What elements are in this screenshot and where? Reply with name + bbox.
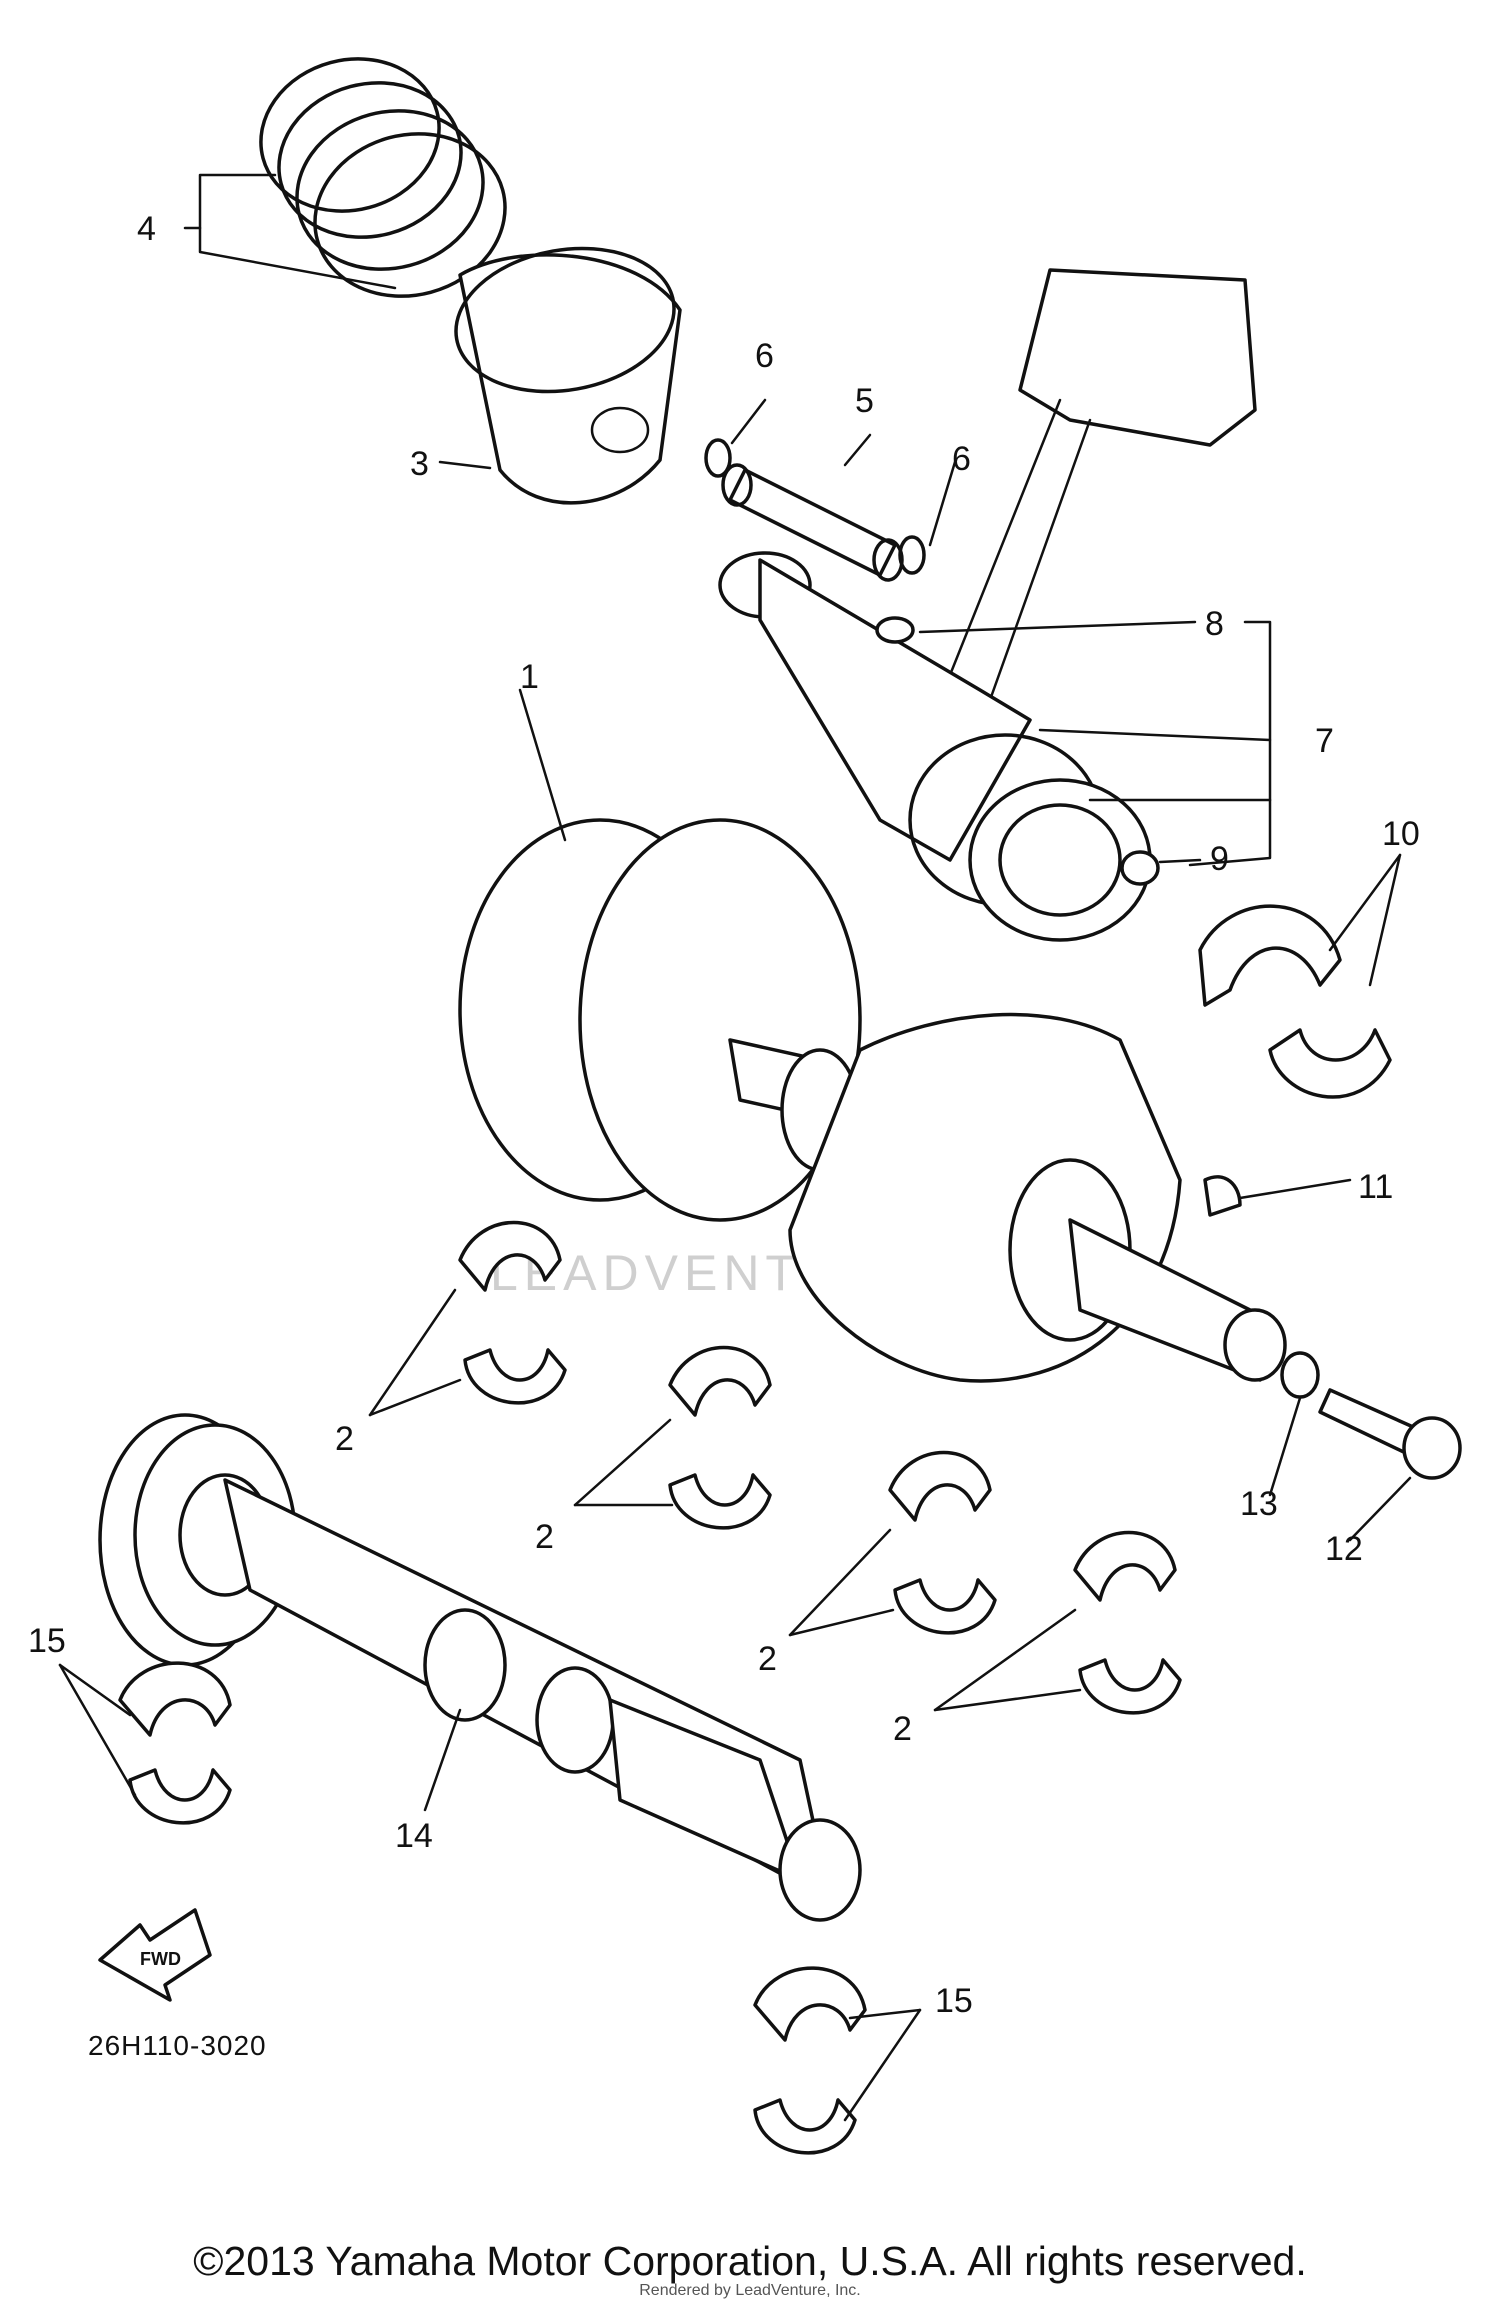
piston-pin-clips <box>704 438 926 575</box>
part-label-7: 7 <box>1315 722 1334 760</box>
part-label-14: 14 <box>395 1817 433 1855</box>
part-label-2: 2 <box>893 1710 912 1748</box>
part-label-2: 2 <box>535 1518 554 1556</box>
part-label-13: 13 <box>1240 1485 1278 1523</box>
big-end-bearings <box>1198 904 1392 1099</box>
balancer-shaft <box>98 1413 862 1922</box>
main-bearings <box>458 1220 1182 1715</box>
connecting-rod-bolt <box>875 616 915 644</box>
balancer-bearings <box>118 1661 867 2155</box>
part-label-5: 5 <box>855 382 874 420</box>
leader-lines <box>58 173 1412 2122</box>
piston-pin <box>721 463 904 582</box>
part-label-10: 10 <box>1382 815 1420 853</box>
part-label-12: 12 <box>1325 1530 1363 1568</box>
piston <box>454 246 682 505</box>
crankshaft-bolt <box>1318 1388 1462 1480</box>
connecting-rod <box>718 268 1257 942</box>
piston-rings <box>259 57 507 298</box>
forward-arrow-text: FWD <box>140 1949 181 1969</box>
part-label-4: 4 <box>137 210 156 248</box>
part-label-8: 8 <box>1205 605 1224 643</box>
crankshaft <box>458 818 1287 1383</box>
part-label-15: 15 <box>28 1622 66 1660</box>
part-label-1: 1 <box>520 658 539 696</box>
rendered-by-text: Rendered by LeadVenture, Inc. <box>639 2282 861 2299</box>
washer <box>1280 1351 1320 1399</box>
part-label-11: 11 <box>1358 1168 1393 1206</box>
part-label-3: 3 <box>410 445 429 483</box>
woodruff-key <box>1203 1175 1242 1217</box>
part-label-6: 6 <box>755 337 774 375</box>
forward-arrow-icon: FWD <box>98 1908 212 2002</box>
copyright-text: ©2013 Yamaha Motor Corporation, U.S.A. A… <box>193 2238 1307 2284</box>
connecting-rod-nut <box>1120 850 1160 886</box>
part-label-9: 9 <box>1210 840 1229 878</box>
part-label-2: 2 <box>758 1640 777 1678</box>
part-labels: 1 2 2 2 2 3 4 5 6 6 7 8 9 10 11 12 13 14… <box>28 210 1420 2020</box>
part-label-2: 2 <box>335 1420 354 1458</box>
part-label-6: 6 <box>952 440 971 478</box>
part-label-15: 15 <box>935 1982 973 2020</box>
diagram-code: 26H110-3020 <box>88 2030 267 2061</box>
